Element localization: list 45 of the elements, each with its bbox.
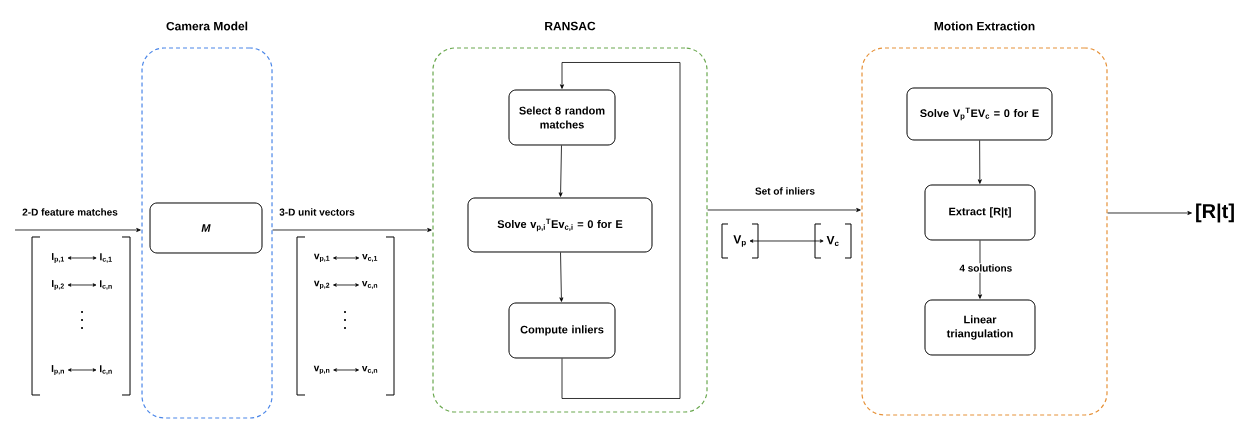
arrow (272, 228, 432, 232)
double-arrow (67, 283, 97, 287)
edge-label: 2-D feature matches (21, 207, 119, 217)
process-box: Solve V$_{p}$$^{T}$EV$_{c}$ = 0 for E (906, 87, 1053, 141)
edge-label: 4 solutions (958, 263, 1014, 273)
vector-label: v$_{p,1}$ (313, 253, 330, 263)
process-box: Extract [R|t] (924, 184, 1036, 241)
process-box: Select 8 random matches (508, 89, 616, 146)
process-box: Solve v$_{p,i}$$^{T}$Ev$_{c,i}$ = 0 for E (467, 197, 653, 253)
edge-label: 3-D unit vectors (278, 207, 356, 217)
vector-label: V$_{c}$ (826, 235, 839, 247)
group-heading: Motion Extraction (934, 21, 1035, 31)
arrow (978, 240, 982, 299)
vector-label: V$_{p}$ (733, 235, 746, 247)
vector-label: I$_{p,2}$ (52, 280, 64, 290)
vector-label: v$_{p,2}$ (313, 280, 330, 290)
double-arrow (333, 368, 359, 372)
result-label: [R|t] (1196, 203, 1234, 223)
vector-label: v$_{p,n}$ (313, 365, 330, 375)
double-arrow (67, 368, 97, 372)
edge-label: Set of inliers (754, 186, 816, 196)
group-heading: RANSAC (545, 21, 596, 31)
double-arrow (333, 256, 360, 260)
arrow (558, 145, 563, 197)
arrow (559, 252, 564, 302)
vector-label: I$_{p,n}$ (51, 365, 64, 375)
arrow (14, 228, 141, 232)
vector-label: v$_{c,n}$ (361, 281, 378, 289)
double-arrow (67, 256, 97, 260)
process-box: Linear triangulation (924, 299, 1036, 356)
vector-label: I$_{c,n}$ (100, 365, 112, 375)
double-arrow (749, 239, 824, 243)
process-box: Compute inliers (508, 302, 616, 359)
arrow (977, 140, 982, 184)
arrow (1107, 211, 1192, 215)
vector-label: I$_{p,1}$ (52, 253, 65, 263)
arrow (560, 62, 681, 399)
vector-label: v$_{c,n}$ (361, 366, 378, 374)
group-heading: Camera Model (166, 21, 248, 31)
vector-label: v$_{c,1}$ (362, 254, 378, 262)
process-box: M (149, 202, 263, 254)
vector-label: I$_{c,n}$ (100, 280, 112, 290)
double-arrow (333, 283, 359, 287)
vector-label: I$_{c,1}$ (100, 253, 112, 263)
arrow (707, 208, 861, 212)
